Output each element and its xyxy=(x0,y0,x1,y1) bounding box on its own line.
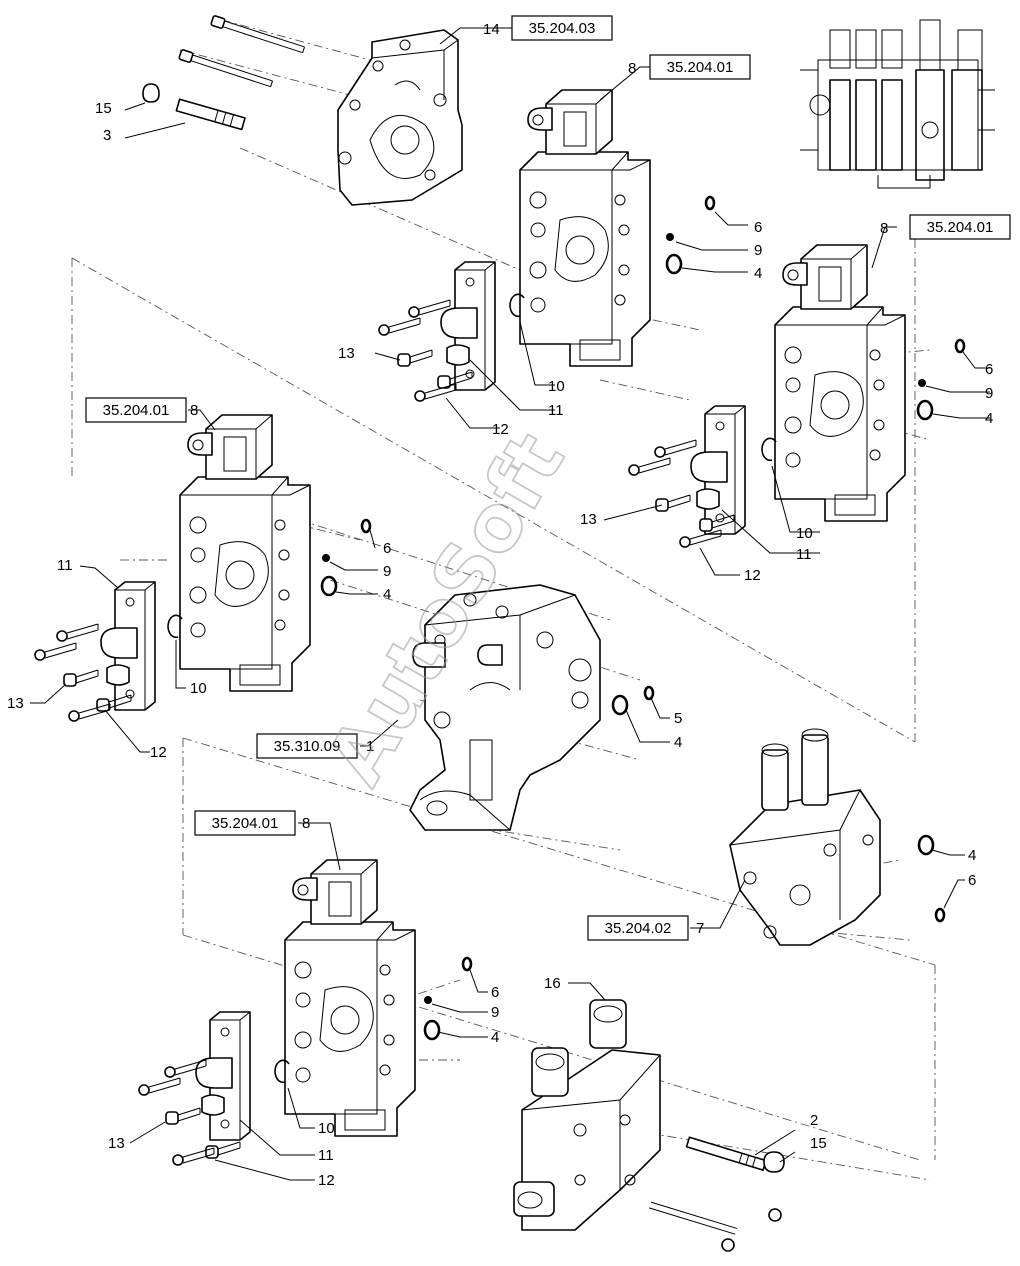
end-section-part xyxy=(729,728,881,946)
callout-16: 16 xyxy=(544,975,561,992)
callout-11: 11 xyxy=(318,1147,334,1164)
callout-4: 4 xyxy=(754,265,762,282)
reference-box-element-c[interactable]: 35.204.01 xyxy=(85,397,187,423)
reference-box-element-a[interactable]: 35.204.01 xyxy=(649,54,751,80)
callout-13: 13 xyxy=(7,695,24,712)
callout-6: 6 xyxy=(754,219,762,236)
tie-rod-bolts xyxy=(142,15,305,131)
leader-lines xyxy=(30,27,990,1181)
callout-numbers: 14 15 3 8 6 9 4 8 6 9 4 13 10 11 12 8 6 … xyxy=(7,21,993,1189)
valve-section-bottom xyxy=(284,859,416,1137)
callout-11: 11 xyxy=(57,557,73,574)
callout-4: 4 xyxy=(968,847,976,864)
reference-box-element-d[interactable]: 35.204.01 xyxy=(194,810,296,836)
callout-9: 9 xyxy=(754,242,762,259)
tie-rod-lower xyxy=(648,1136,785,1252)
reference-box-inlet-body[interactable]: 35.310.09 xyxy=(256,733,358,759)
callout-1: 1 xyxy=(366,738,374,755)
valve-section-left xyxy=(179,414,311,692)
callout-9: 9 xyxy=(985,385,993,402)
callout-13: 13 xyxy=(580,511,597,528)
inlet-body-part xyxy=(409,584,601,831)
callout-15: 15 xyxy=(95,100,112,117)
callout-6: 6 xyxy=(383,540,391,557)
callout-13: 13 xyxy=(108,1135,125,1152)
svg-text:35.310.09: 35.310.09 xyxy=(274,738,341,755)
callout-13: 13 xyxy=(338,345,355,362)
assembled-valve-thumbnail xyxy=(800,19,995,189)
callout-3: 3 xyxy=(103,127,111,144)
svg-text:35.204.01: 35.204.01 xyxy=(103,402,170,419)
callout-7: 7 xyxy=(696,920,704,937)
adapter-plate-top xyxy=(440,261,496,391)
callout-4: 4 xyxy=(491,1029,499,1046)
adapter-plate-left xyxy=(100,581,156,711)
callout-10: 10 xyxy=(318,1120,335,1137)
callout-6: 6 xyxy=(491,984,499,1001)
svg-text:35.204.02: 35.204.02 xyxy=(605,920,672,937)
callout-4: 4 xyxy=(383,586,391,603)
callout-6: 6 xyxy=(968,872,976,889)
callout-4: 4 xyxy=(985,410,993,427)
callout-10: 10 xyxy=(796,525,813,542)
pilot-solenoid-block xyxy=(513,999,661,1231)
adapter-plate-right xyxy=(690,405,746,535)
reference-box-cover-plate[interactable]: 35.204.03 xyxy=(511,15,613,41)
callout-8: 8 xyxy=(880,220,888,237)
reference-box-end-section[interactable]: 35.204.02 xyxy=(587,915,689,941)
svg-text:35.204.01: 35.204.01 xyxy=(667,59,734,76)
snap-rings xyxy=(167,293,777,1084)
callout-9: 9 xyxy=(383,563,391,580)
callout-9: 9 xyxy=(491,1004,499,1021)
callout-15: 15 xyxy=(810,1135,827,1152)
callout-14: 14 xyxy=(483,21,500,38)
callout-8: 8 xyxy=(628,60,636,77)
svg-text:35.204.03: 35.204.03 xyxy=(529,20,596,37)
valve-section-right xyxy=(774,244,906,522)
callout-11: 11 xyxy=(796,546,812,563)
seals xyxy=(320,195,966,1041)
callout-5: 5 xyxy=(674,710,682,727)
adapter-plate-bottom xyxy=(195,1011,251,1141)
callout-12: 12 xyxy=(318,1172,335,1189)
callout-12: 12 xyxy=(744,567,761,584)
callout-6: 6 xyxy=(985,361,993,378)
cover-plate-part xyxy=(337,29,463,206)
callout-11: 11 xyxy=(548,402,564,419)
callout-10: 10 xyxy=(190,680,207,697)
callout-2: 2 xyxy=(810,1112,818,1129)
callout-8: 8 xyxy=(190,402,198,419)
svg-text:35.204.01: 35.204.01 xyxy=(927,219,994,236)
svg-text:35.204.01: 35.204.01 xyxy=(212,815,279,832)
callout-12: 12 xyxy=(492,421,509,438)
valve-section-top xyxy=(519,89,651,367)
callout-8: 8 xyxy=(302,815,310,832)
reference-box-element-b[interactable]: 35.204.01 xyxy=(909,214,1011,240)
callout-12: 12 xyxy=(150,744,167,761)
callout-10: 10 xyxy=(548,378,565,395)
callout-4: 4 xyxy=(674,734,682,751)
